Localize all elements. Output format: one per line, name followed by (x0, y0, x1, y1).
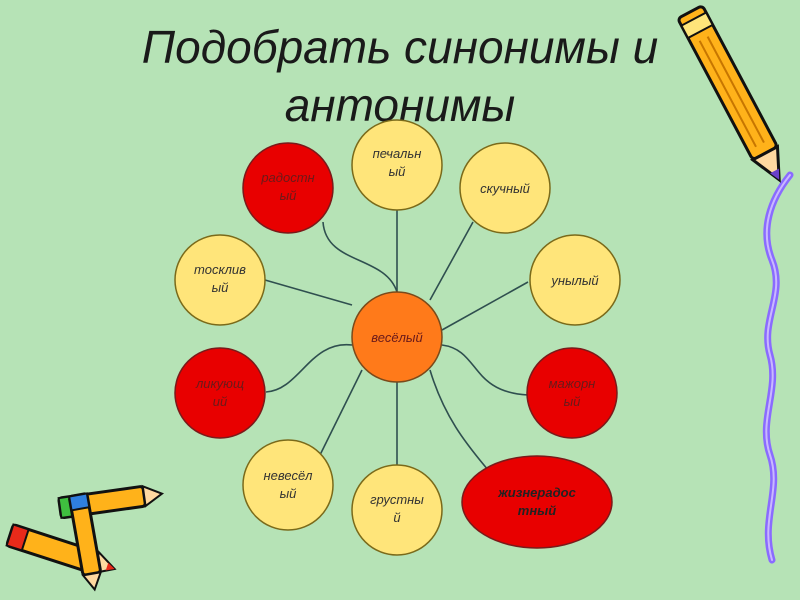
connector-tosklivy (264, 279, 353, 306)
node-grustny-label-1: грустны (370, 492, 424, 507)
ribbon-highlight (765, 174, 791, 561)
connectors (264, 210, 529, 471)
connector-unyly (441, 281, 529, 331)
node-pechalny-label-1: печальн (373, 146, 422, 161)
node-mazhorny: мажорн ый (526, 347, 618, 439)
page-title: Подобрать синонимы и антонимы (0, 18, 800, 134)
pencil-icon (677, 5, 781, 183)
node-neveselyi-label-1: невесёл (263, 468, 313, 483)
node-skuchny-label-1: скучный (480, 181, 530, 196)
center-node: весёлый (351, 291, 443, 383)
node-neveselyi-label-2: ый (280, 486, 297, 501)
node-mazhorny-label-2: ый (564, 394, 581, 409)
node-likuyushchy-label-2: ий (213, 394, 227, 409)
connector-zhizneradostny (429, 369, 489, 471)
node-mazhorny-label-1: мажорн (549, 376, 596, 391)
connector-radostny (322, 221, 398, 293)
node-tosklivy: тосклив ый (174, 234, 266, 326)
node-neveselyi: невесёл ый (242, 439, 334, 531)
node-grustny-label-2: й (393, 510, 400, 525)
ribbon-decoration (762, 171, 794, 564)
connector-mazhorny (441, 344, 529, 396)
node-tosklivy-label-2: ый (212, 280, 229, 295)
node-likuyushchy-label-1: ликующ (195, 376, 244, 391)
node-zhizneradostny: жизнерадос тный (461, 455, 613, 549)
node-unyly-label-1: унылый (550, 273, 598, 288)
node-tosklivy-label-1: тосклив (194, 262, 246, 277)
node-likuyushchy: ликующ ий (174, 347, 266, 439)
crayons-icon (5, 484, 165, 592)
node-zhizneradostny-label-2: тный (518, 503, 557, 518)
node-skuchny: скучный (459, 142, 551, 234)
node-grustny: грустны й (351, 464, 443, 556)
connector-skuchny (429, 221, 474, 301)
center-node-label: весёлый (371, 330, 422, 345)
connector-neveselyi (319, 369, 363, 456)
node-radostny-label-1: радостн (260, 170, 314, 185)
node-pechalny-label-2: ый (389, 164, 406, 179)
node-radostny: радостн ый (242, 142, 334, 234)
node-pechalny: печальн ый (351, 119, 443, 211)
node-unyly: унылый (529, 234, 621, 326)
node-zhizneradostny-label-1: жизнерадос (497, 485, 576, 500)
title-line-1: Подобрать синонимы и (141, 21, 659, 73)
node-radostny-label-2: ый (280, 188, 297, 203)
connector-likuyushchy (265, 344, 353, 393)
